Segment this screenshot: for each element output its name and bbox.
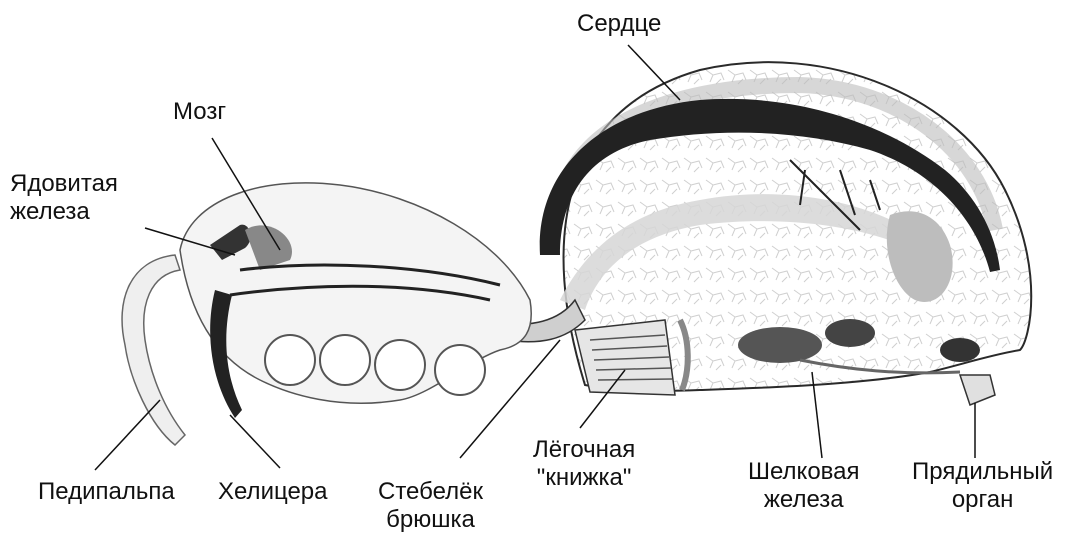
label-venom-gland: Ядовитая железа — [10, 170, 118, 226]
label-pedicel: Стебелёк брюшка — [378, 478, 483, 533]
label-book-lung: Лёгочная "книжка" — [533, 436, 635, 492]
label-spinneret: Прядильный орган — [912, 458, 1053, 514]
spinneret-organ — [960, 375, 995, 405]
pedipalp-organ — [122, 255, 185, 445]
label-pedipalp: Педипальпа — [38, 478, 175, 506]
label-chelicera: Хелицера — [218, 478, 328, 506]
label-heart: Сердце — [577, 10, 661, 38]
label-brain: Мозг — [173, 98, 226, 126]
label-silk-gland: Шелковая железа — [748, 458, 860, 514]
